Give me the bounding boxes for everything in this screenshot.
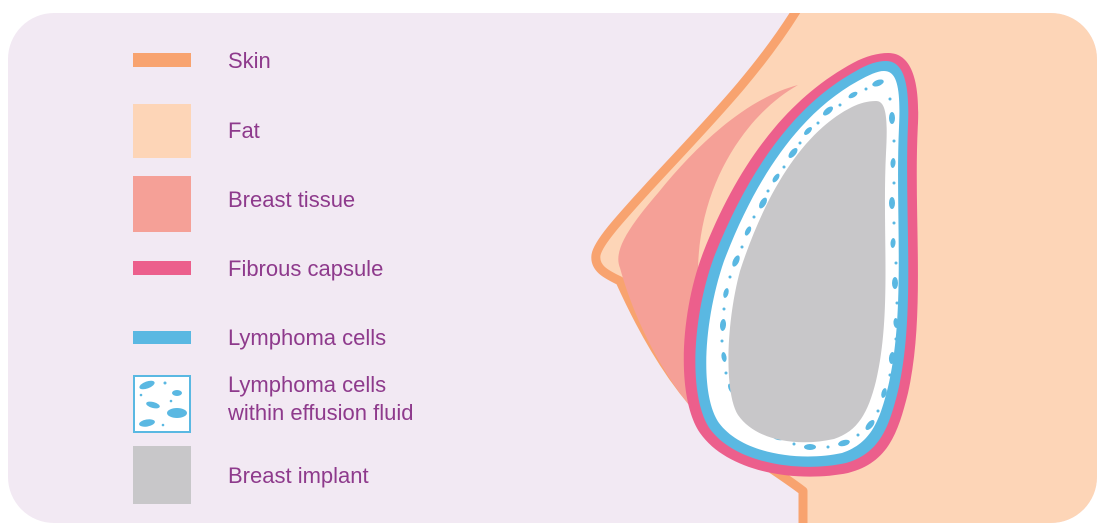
fibrous-capsule-label: Fibrous capsule: [228, 255, 383, 283]
breast-implant-swatch: [133, 446, 191, 504]
lymphoma-effusion-label-line2: within effusion fluid: [228, 399, 414, 427]
lymphoma-effusion-swatch: [133, 375, 191, 433]
fibrous-capsule-swatch: [133, 261, 191, 275]
skin-swatch: [133, 53, 191, 67]
skin-label: Skin: [228, 47, 271, 75]
breast-tissue-swatch: [133, 176, 191, 232]
diagram-panel: Skin Fat Breast tissue Fibrous capsule L…: [8, 13, 1097, 523]
lymphoma-effusion-label-line1: Lymphoma cells: [228, 371, 414, 399]
fat-swatch: [133, 104, 191, 158]
breast-tissue-label: Breast tissue: [228, 186, 355, 214]
breast-implant-label: Breast implant: [228, 462, 369, 490]
legend: Skin Fat Breast tissue Fibrous capsule L…: [8, 13, 528, 523]
lymphoma-effusion-label: Lymphoma cells within effusion fluid: [228, 371, 414, 427]
lymphoma-cells-swatch: [133, 331, 191, 344]
fat-label: Fat: [228, 117, 260, 145]
lymphoma-cells-label: Lymphoma cells: [228, 324, 386, 352]
